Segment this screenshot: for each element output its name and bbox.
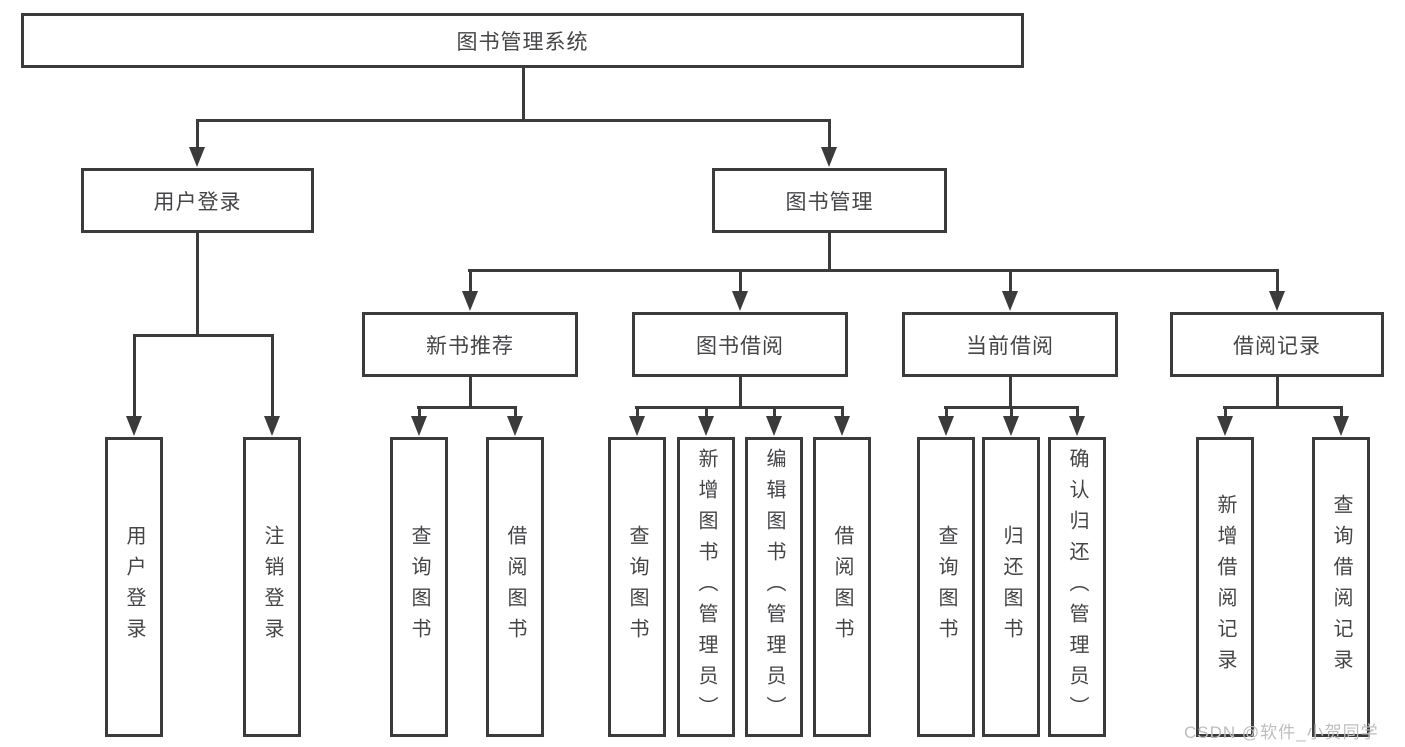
node-root: 图书管理系统 xyxy=(21,13,1024,68)
node-query-books-borrowing: 查询图书 xyxy=(608,437,666,737)
node-borrowing-records: 借阅记录 xyxy=(1170,312,1384,377)
arrowhead-down-icon xyxy=(698,416,714,436)
node-label: 借阅图书 xyxy=(504,525,526,649)
connector-line xyxy=(1009,269,1012,294)
node-label: 图书管理系统 xyxy=(456,30,589,54)
connector-line xyxy=(196,119,199,150)
connector-line xyxy=(828,119,831,150)
node-new-book-recommend: 新书推荐 xyxy=(362,312,578,377)
node-borrow-books-borrowing: 借阅图书 xyxy=(813,437,871,737)
connector-line xyxy=(418,406,421,419)
node-label: 用户登录 xyxy=(123,525,145,649)
connector-line xyxy=(841,406,844,419)
arrowhead-down-icon xyxy=(732,291,748,311)
connector-line xyxy=(945,406,948,419)
arrowhead-down-icon xyxy=(126,416,142,436)
arrowhead-down-icon xyxy=(1333,416,1349,436)
connector-line xyxy=(636,406,639,419)
node-add-books-admin: 新增图书（管理员） xyxy=(677,437,735,737)
arrowhead-down-icon xyxy=(1069,416,1085,436)
node-user-login: 用户登录 xyxy=(81,168,314,233)
arrowhead-down-icon xyxy=(1217,416,1233,436)
arrowhead-down-icon xyxy=(629,416,645,436)
node-label: 注销登录 xyxy=(261,525,283,649)
arrowhead-down-icon xyxy=(411,416,427,436)
node-query-books-recommend: 查询图书 xyxy=(390,437,448,737)
node-label: 新书推荐 xyxy=(426,334,514,358)
connector-line xyxy=(1009,377,1012,409)
connector-line xyxy=(1076,406,1079,419)
node-edit-books-admin: 编辑图书（管理员） xyxy=(745,437,803,737)
connector-line xyxy=(739,377,742,409)
node-label: 确认归还（管理员） xyxy=(1066,447,1088,727)
connector-line xyxy=(271,334,274,419)
connector-line xyxy=(1010,406,1013,419)
node-label: 用户登录 xyxy=(153,190,242,214)
connector-line xyxy=(133,334,273,337)
arrowhead-down-icon xyxy=(834,416,850,436)
node-borrow-books-recommend: 借阅图书 xyxy=(486,437,544,737)
node-label: 当前借阅 xyxy=(966,334,1054,358)
connector-line xyxy=(469,377,472,409)
node-user-login-leaf: 用户登录 xyxy=(105,437,163,737)
node-label: 查询借阅记录 xyxy=(1330,494,1352,680)
watermark: CSDN @软件_小贺同学 xyxy=(1184,723,1379,742)
connector-line xyxy=(514,406,517,419)
node-query-books-current: 查询图书 xyxy=(917,437,975,737)
connector-line xyxy=(417,406,517,409)
connector-line xyxy=(522,68,525,121)
connector-line xyxy=(196,119,831,122)
connector-line xyxy=(1224,406,1227,419)
node-label: 图书借阅 xyxy=(696,334,784,358)
arrowhead-down-icon xyxy=(1003,416,1019,436)
connector-line xyxy=(469,269,472,294)
connector-line xyxy=(1223,406,1343,409)
arrowhead-down-icon xyxy=(766,416,782,436)
node-query-borrow-record: 查询借阅记录 xyxy=(1312,437,1370,737)
node-label: 查询图书 xyxy=(935,525,957,649)
node-label: 新增图书（管理员） xyxy=(695,447,717,727)
connector-line xyxy=(828,233,831,272)
connector-line xyxy=(1276,377,1279,409)
arrowhead-down-icon xyxy=(1269,291,1285,311)
connector-line xyxy=(635,406,844,409)
connector-line xyxy=(705,406,708,419)
node-add-borrow-record: 新增借阅记录 xyxy=(1196,437,1254,737)
node-current-borrowing: 当前借阅 xyxy=(902,312,1118,377)
arrowhead-down-icon xyxy=(264,416,280,436)
node-label: 图书管理 xyxy=(785,190,874,214)
arrowhead-down-icon xyxy=(938,416,954,436)
node-confirm-return-admin: 确认归还（管理员） xyxy=(1048,437,1106,737)
node-label: 借阅记录 xyxy=(1233,334,1321,358)
node-label: 新增借阅记录 xyxy=(1214,494,1236,680)
node-book-management: 图书管理 xyxy=(712,168,947,233)
connector-line xyxy=(1276,269,1279,294)
arrowhead-down-icon xyxy=(462,291,478,311)
arrowhead-down-icon xyxy=(821,147,837,167)
node-book-borrowing: 图书借阅 xyxy=(632,312,848,377)
node-label: 查询图书 xyxy=(408,525,430,649)
connector-line xyxy=(468,269,1279,272)
node-logout: 注销登录 xyxy=(243,437,301,737)
node-label: 编辑图书（管理员） xyxy=(763,447,785,727)
connector-line xyxy=(196,233,199,337)
arrowhead-down-icon xyxy=(1002,291,1018,311)
connector-line xyxy=(1340,406,1343,419)
connector-line xyxy=(773,406,776,419)
node-return-books: 归还图书 xyxy=(982,437,1040,737)
connector-line xyxy=(739,269,742,294)
node-label: 借阅图书 xyxy=(831,525,853,649)
connector-line xyxy=(133,334,136,419)
arrowhead-down-icon xyxy=(189,147,205,167)
node-label: 查询图书 xyxy=(626,525,648,649)
node-label: 归还图书 xyxy=(1000,525,1022,649)
arrowhead-down-icon xyxy=(507,416,523,436)
